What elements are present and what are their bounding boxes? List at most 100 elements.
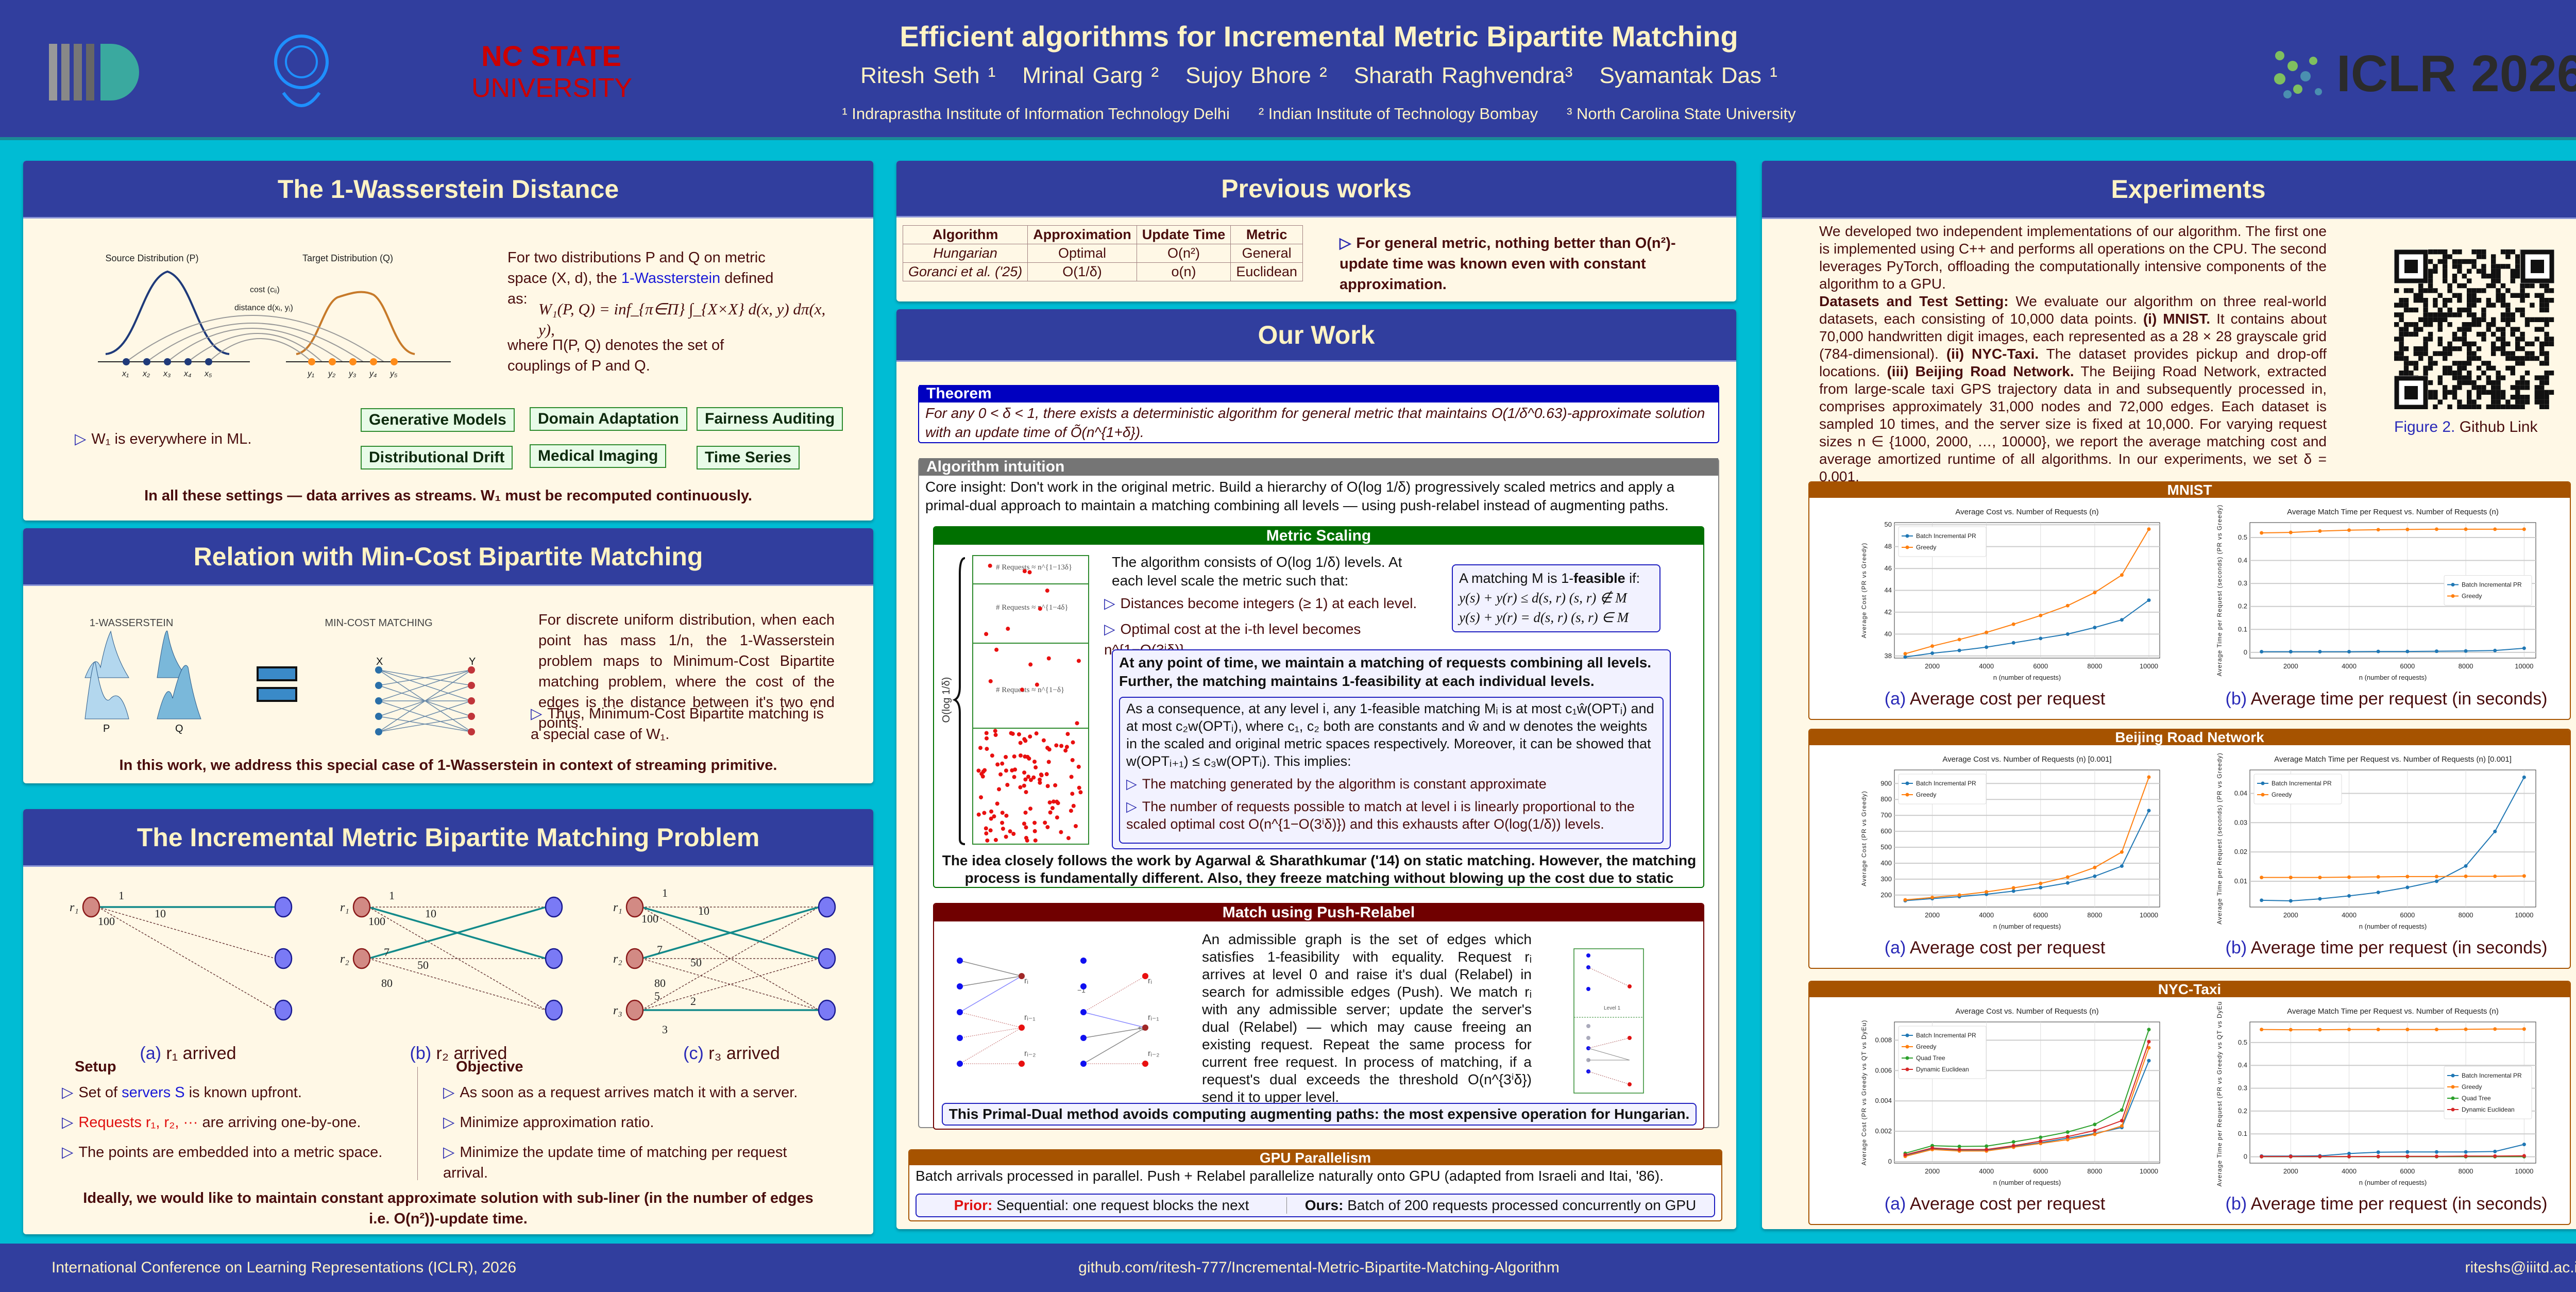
bullet-triangle-icon: ▷ (443, 1144, 455, 1161)
x-tick-label: 8000 (2087, 911, 2102, 919)
data-point (2147, 1046, 2151, 1050)
source-point (123, 358, 130, 365)
data-point (2039, 1139, 2043, 1143)
data-point (2493, 874, 2497, 878)
request-dot (976, 812, 981, 817)
candidate-edge (97, 907, 276, 1011)
series-line (2261, 777, 2525, 902)
application-tag: Fairness Auditing (697, 407, 843, 431)
y-tick-label: 0.4 (2238, 1061, 2247, 1069)
data-point (2464, 1150, 2468, 1154)
request-dot (985, 838, 990, 843)
affiliations: ¹ Indraprastha Institute of Information … (618, 105, 2020, 123)
svg-text:X: X (376, 656, 383, 667)
request-dot (988, 679, 993, 683)
bullet-triangle-icon: ▷ (1340, 235, 1351, 251)
github-qr-code[interactable] (2394, 249, 2555, 409)
series-line (1905, 810, 2149, 901)
intuition-text: Core insight: Don't work in the original… (925, 479, 1675, 513)
data-point (2522, 1143, 2526, 1147)
x-tick-label: 10000 (2515, 911, 2533, 919)
request-dot (1076, 659, 1081, 663)
request-dot (978, 746, 983, 750)
y-tick-label: 0.04 (2234, 789, 2247, 797)
data-point (2065, 1130, 2070, 1134)
y-tick-label: 46 (1885, 564, 1892, 572)
request-node (625, 999, 644, 1021)
x-tick-label: 6000 (2400, 662, 2415, 670)
request-dot (1010, 768, 1014, 773)
data-point (2289, 1028, 2293, 1032)
wasserstein-definition: For two distributions P and Q on metric … (507, 249, 774, 307)
data-point (2376, 1154, 2380, 1159)
y-tick-label: 900 (1880, 779, 1892, 787)
data-point (1930, 651, 1935, 655)
data-point (2120, 1124, 2124, 1128)
request-dot (1078, 790, 1083, 795)
data-point (1903, 898, 1907, 902)
request-dot (1032, 759, 1037, 764)
request-dot (1041, 738, 1046, 743)
request-dot (1028, 662, 1033, 667)
request-dot (1027, 756, 1031, 761)
y-tick-label: 0 (2244, 1153, 2247, 1161)
matching-edge (378, 669, 472, 732)
source-label: x₃ (163, 370, 171, 378)
legend-label: Dynamic Euclidean (2462, 1106, 2515, 1113)
data-point (2093, 591, 2097, 595)
transport-figure: Source Distribution (P) Target Distribut… (98, 253, 451, 378)
previous-bullet: ▷For general metric, nothing better than… (1340, 235, 1676, 293)
legend-label: Batch Incremental PR (1916, 532, 1976, 540)
data-point (2011, 889, 2015, 893)
data-point (2147, 775, 2151, 779)
data-point (1957, 648, 1961, 652)
metric-scaling-text: The algorithm consists of O(log 1/δ) lev… (1112, 554, 1402, 589)
data-point (2039, 881, 2043, 885)
x-tick-label: 4000 (2342, 1167, 2357, 1175)
section-wasserstein: The 1-Wasserstein Distance Source Distri… (23, 161, 873, 521)
y-tick-label: 0 (1888, 1157, 1892, 1165)
request-dot (984, 826, 988, 831)
request-node (1142, 1025, 1148, 1031)
request-dot (985, 747, 989, 751)
chart-title: Average Cost vs. Number of Requests (n) … (1942, 755, 2111, 764)
request-dot (1059, 744, 1064, 748)
request-node (1019, 973, 1025, 979)
series-line (2261, 647, 2524, 652)
request-dot (1028, 778, 1033, 782)
affiliation: ¹ Indraprastha Institute of Information … (842, 105, 1230, 123)
data-point (2434, 527, 2438, 531)
edge-weight: 80 (654, 977, 666, 989)
dataset-heading: MNIST (1809, 482, 2570, 498)
metric-closing: The idea closely follows the work by Aga… (942, 852, 1697, 886)
request-dot (993, 729, 997, 733)
footer-email[interactable]: riteshs@iiitd.ac.in (2465, 1259, 2576, 1276)
server-node (1080, 983, 1087, 989)
request-label: r₁ (70, 901, 79, 914)
application-tag: Medical Imaging (530, 444, 667, 468)
chart: Average Cost vs. Number of Requests (n)2… (1860, 1007, 2160, 1186)
x-tick-label: 2000 (2283, 662, 2298, 670)
gpu-text: Batch arrivals processed in parallel. Pu… (916, 1168, 1664, 1184)
x-tick-label: 8000 (2459, 662, 2473, 670)
footer-github-link[interactable]: github.com/ritesh-777/Incremental-Metric… (1078, 1259, 1560, 1276)
table-cell: O(1/δ) (1027, 262, 1137, 281)
push-relabel-edge (959, 1012, 1022, 1028)
y-node (468, 713, 475, 720)
data-point (2376, 649, 2380, 653)
request-dot (1053, 783, 1058, 787)
data-point (2147, 1039, 2151, 1044)
request-dot (1018, 785, 1023, 790)
request-dot (988, 563, 992, 568)
wasserstein-link[interactable]: 1-Wassterstein (621, 270, 721, 287)
data-point (2405, 527, 2410, 531)
poster-title: Efficient algorithms for Incremental Met… (900, 20, 1738, 53)
x-tick-label: 4000 (1979, 911, 1994, 919)
data-point (2011, 622, 2015, 626)
